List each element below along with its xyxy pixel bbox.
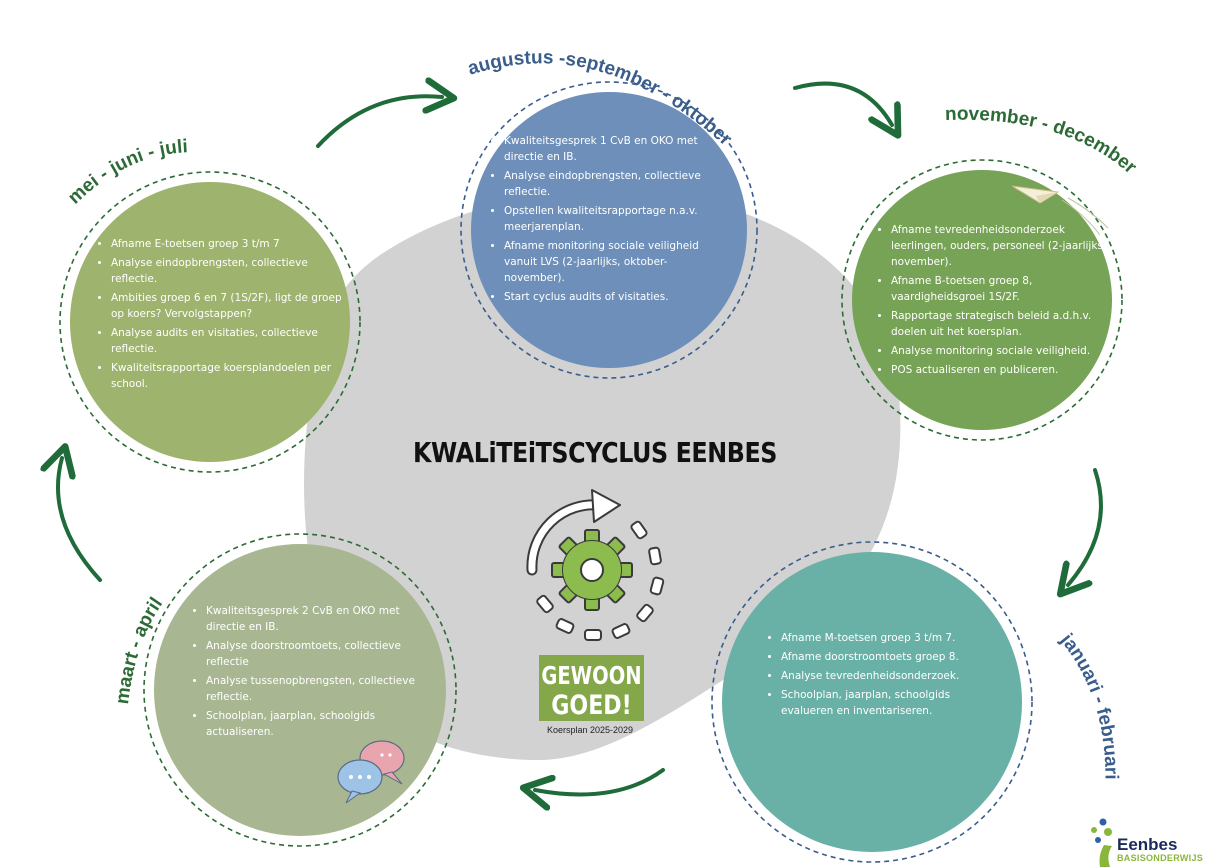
chat-bubbles-icon [337,740,405,804]
gewoon-goed-logo: GEWOON GOED! [539,655,644,721]
arrow-aug-to-nov [793,81,892,125]
circle-jan [711,541,1033,863]
list-item: Schoolplan, jaarplan, schoolgids actuali… [206,708,430,740]
list-item: Start cyclus audits of visitaties. [504,289,720,305]
list-item: Afname M-toetsen groep 3 t/m 7. [781,630,1000,646]
list-item: Analyse tussenopbrengsten, collectieve r… [206,673,430,705]
label-nov: november - december [945,104,1141,179]
gear-cycle-icon [526,489,665,641]
circle-aug [460,81,758,379]
list-item: Afname E-toetsen groep 3 t/m 7 [111,236,345,252]
page-title: KWALiTEiTSCYCLUS EENBES [413,436,777,469]
list-item: Analyse doorstroomtoets, collectieve ref… [206,638,430,670]
circle-mei [59,171,361,473]
list-item: Schoolplan, jaarplan, schoolgids evaluer… [781,687,1000,719]
list-item: Kwaliteitsrapportage koersplandoelen per… [111,360,345,392]
list-item: Analyse audits en visitaties, collectiev… [111,325,345,357]
arrow-mrt-to-mei [58,458,102,582]
brand-subtitle: BASISONDERWIJS [1117,853,1204,863]
list-item: Afname monitoring sociale veiligheid van… [504,238,720,286]
aug-activities: Kwaliteitsgesprek 1 CvB en OKO met direc… [488,133,720,308]
period-label-nov: november - december [945,104,1141,179]
arrow-nov-to-jan [1068,468,1103,585]
svg-text:GEWOON: GEWOON [541,662,641,691]
list-item: Kwaliteitsgesprek 2 CvB en OKO met direc… [206,603,430,635]
koersplan-caption: Koersplan 2025-2029 [546,725,634,735]
mei-activities: Afname E-toetsen groep 3 t/m 7 Analyse e… [95,236,345,395]
list-item: Ambities groep 6 en 7 (1S/2F), ligt de g… [111,290,345,322]
list-item: Rapportage strategisch beleid a.d.h.v. d… [891,308,1107,340]
arrow-mei-to-aug [316,96,442,148]
list-item: Kwaliteitsgesprek 1 CvB en OKO met direc… [504,133,720,165]
list-item: Afname B-toetsen groep 8, vaardigheidsgr… [891,273,1107,305]
jan-activities: Afname M-toetsen groep 3 t/m 7. Afname d… [765,630,1000,722]
list-item: Analyse monitoring sociale veiligheid. [891,343,1107,359]
list-item: Analyse tevredenheidsonderzoek. [781,668,1000,684]
list-item: Analyse eindopbrengsten, collectieve ref… [504,168,720,200]
list-item: Afname tevredenheidsonderzoek leerlingen… [891,222,1107,270]
list-item: POS actualiseren en publiceren. [891,362,1107,378]
list-item: Afname doorstroomtoets groep 8. [781,649,1000,665]
svg-text:GOED!: GOED! [551,689,632,721]
period-label-jan: januari - februari [1056,629,1122,779]
label-jan: januari - februari [1056,629,1122,779]
arrow-jan-to-mrt [535,768,665,795]
paper-plane-icon [1011,185,1109,236]
mrt-activities: Kwaliteitsgesprek 2 CvB en OKO met direc… [190,603,430,743]
eenbes-logo-mark [1091,818,1112,867]
nov-activities: Afname tevredenheidsonderzoek leerlingen… [875,222,1107,381]
list-item: Analyse eindopbrengsten, collectieve ref… [111,255,345,287]
list-item: Opstellen kwaliteitsrapportage n.a.v. me… [504,203,720,235]
brand-name: Eenbes [1117,835,1178,854]
circle-nov [841,159,1123,441]
